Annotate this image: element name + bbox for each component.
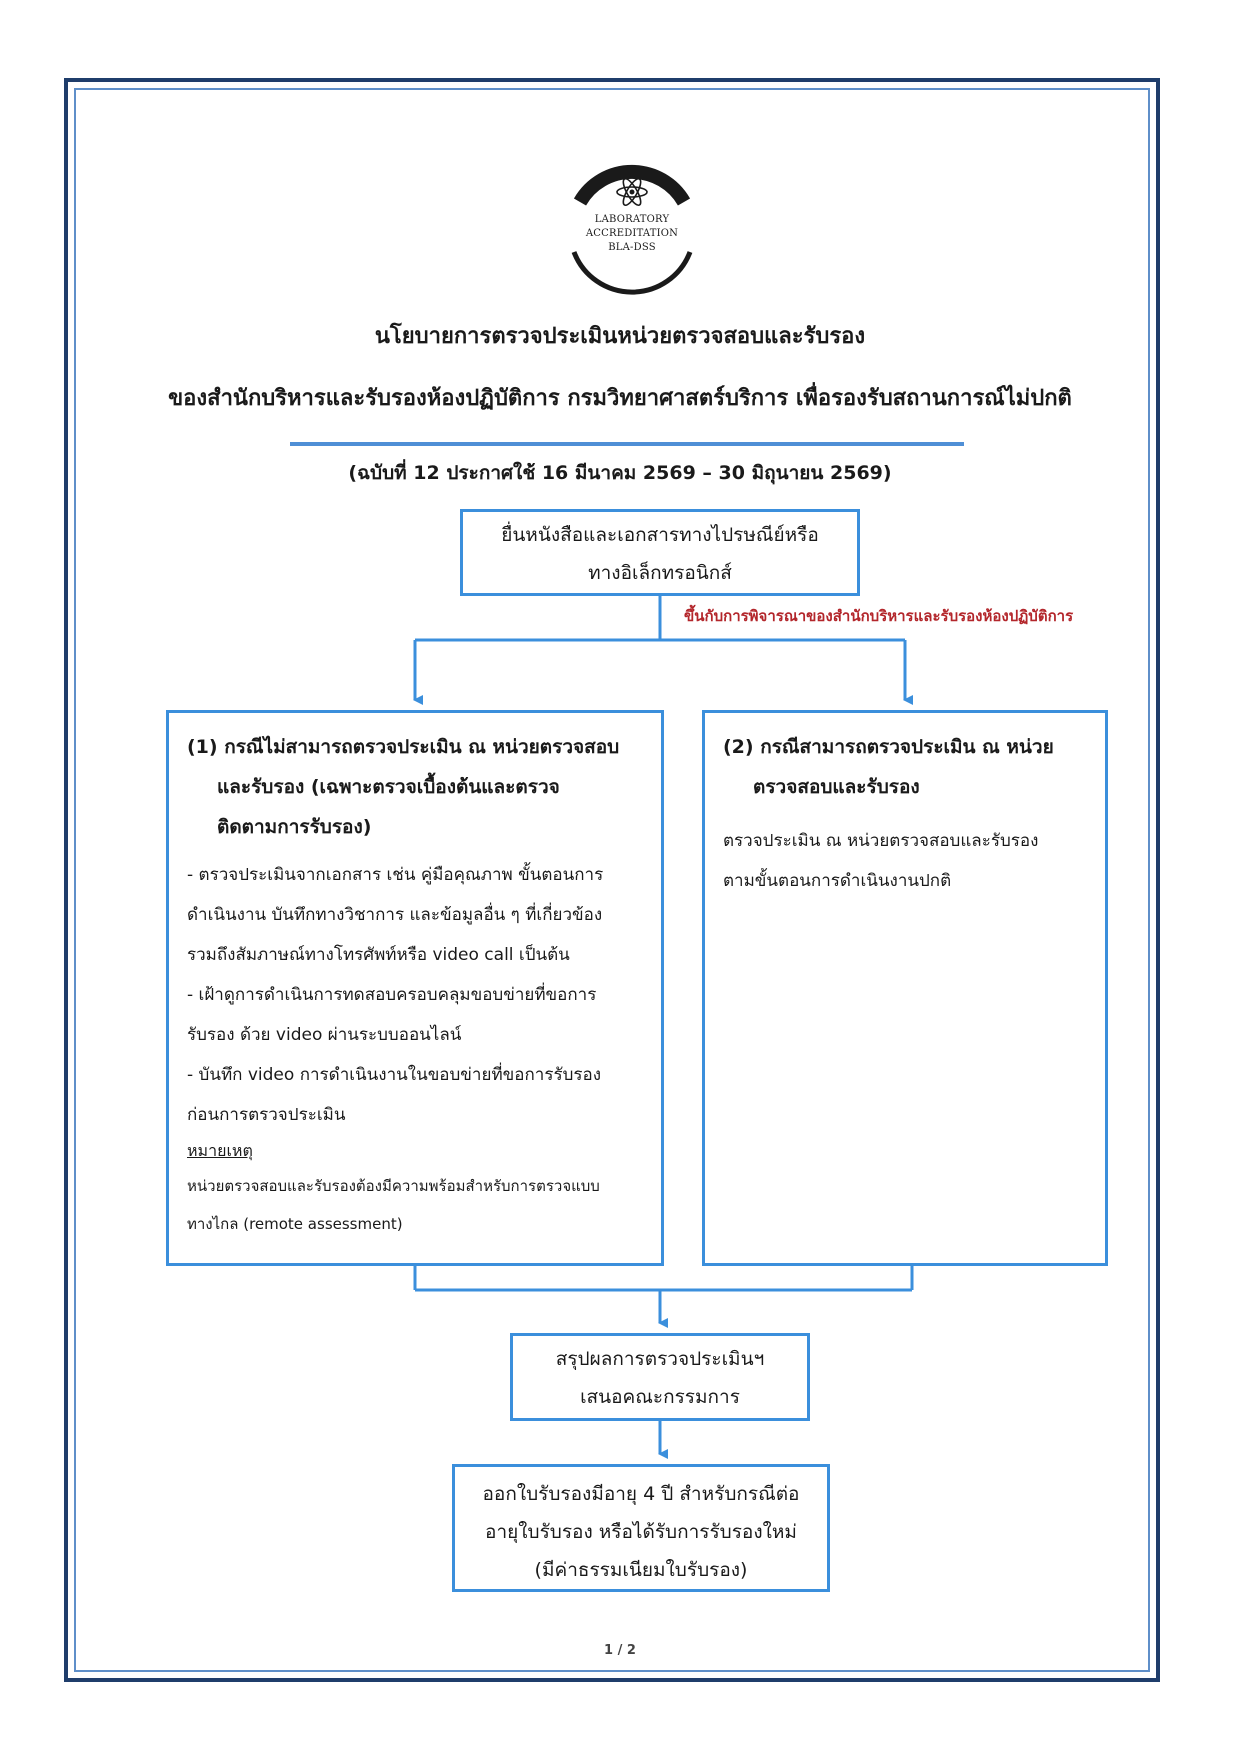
certificate-box: ออกใบรับรองมีอายุ 4 ปี สำหรับกรณีต่อ อาย… bbox=[452, 1464, 830, 1592]
page-title-line-2: ของสำนักบริหารและรับรองห้องปฏิบัติการ กร… bbox=[168, 386, 1072, 411]
bla-dss-logo bbox=[571, 164, 693, 295]
case1-remote-box: (1) กรณีไม่สามารถตรวจประเมิน ณ หน่วยตรวจ… bbox=[166, 710, 664, 1266]
logo-text: LABORATORY ACCREDITATION BLA-DSS bbox=[548, 213, 716, 255]
certificate-line-3: (มีค่าธรรมเนียมใบรับรอง) bbox=[534, 1559, 748, 1581]
case2-body: ตรวจประเมิน ณ หน่วยตรวจสอบและรับรอง ตามข… bbox=[723, 821, 1087, 901]
submit-documents-box: ยื่นหนังสือและเอกสารทางไปรษณีย์หรือ ทางอ… bbox=[460, 509, 860, 596]
summary-line-1: สรุปผลการตรวจประเมินฯ bbox=[555, 1348, 765, 1370]
case2-heading-line-1: (2) กรณีสามารถตรวจประเมิน ณ หน่วย bbox=[723, 736, 1054, 758]
case1-note-heading: หมายเหตุ bbox=[187, 1141, 253, 1160]
case1-body: - ตรวจประเมินจากเอกสาร เช่น คู่มือคุณภาพ… bbox=[187, 855, 643, 1135]
case1-body-line: - บันทึก video การดำเนินงานในขอบข่ายที่ข… bbox=[187, 1065, 602, 1085]
case2-body-line-1: ตรวจประเมิน ณ หน่วยตรวจสอบและรับรอง bbox=[723, 831, 1039, 851]
condition-label: ขึ้นกับการพิจารณาของสำนักบริหารและรับรอง… bbox=[684, 607, 1074, 625]
atom-icon bbox=[616, 177, 648, 207]
page-frame-inner bbox=[74, 88, 1150, 1672]
case1-note-line-2: ทางไกล (remote assessment) bbox=[187, 1215, 403, 1233]
certificate-line-2: อายุใบรับรอง หรือได้รับการรับรองใหม่ bbox=[485, 1521, 797, 1543]
case1-body-line: ก่อนการตรวจประเมิน bbox=[187, 1105, 346, 1125]
case2-onsite-box: (2) กรณีสามารถตรวจประเมิน ณ หน่วย ตรวจสอ… bbox=[702, 710, 1108, 1266]
title-divider bbox=[290, 442, 964, 446]
case2-heading: (2) กรณีสามารถตรวจประเมิน ณ หน่วย ตรวจสอ… bbox=[723, 727, 1087, 807]
page-number: 1 / 2 bbox=[604, 1643, 636, 1658]
logo-line-2: BLA-DSS bbox=[608, 242, 656, 253]
edition-line: (ฉบับที่ 12 ประกาศใช้ 16 มีนาคม 2569 – 3… bbox=[348, 462, 892, 484]
case1-heading-line-3: ติดตามการรับรอง) bbox=[217, 816, 372, 838]
case1-body-line: ดำเนินงาน บันทึกทางวิชาการ และข้อมูลอื่น… bbox=[187, 905, 603, 925]
case1-heading-line-1: (1) กรณีไม่สามารถตรวจประเมิน ณ หน่วยตรวจ… bbox=[187, 736, 620, 758]
case1-body-line: รับรอง ด้วย video ผ่านระบบออนไลน์ bbox=[187, 1025, 462, 1045]
case1-heading: (1) กรณีไม่สามารถตรวจประเมิน ณ หน่วยตรวจ… bbox=[187, 727, 643, 847]
case2-heading-line-2: ตรวจสอบและรับรอง bbox=[753, 776, 920, 798]
case2-body-line-2: ตามขั้นตอนการดำเนินงานปกติ bbox=[723, 871, 952, 891]
certificate-line-1: ออกใบรับรองมีอายุ 4 ปี สำหรับกรณีต่อ bbox=[482, 1483, 800, 1505]
page-frame-outer bbox=[64, 78, 1160, 1682]
logo-line-1: LABORATORY ACCREDITATION bbox=[585, 214, 679, 239]
summary-box: สรุปผลการตรวจประเมินฯ เสนอคณะกรรมการ bbox=[510, 1333, 810, 1421]
page-title-line-1: นโยบายการตรวจประเมินหน่วยตรวจสอบและรับรอ… bbox=[374, 324, 866, 349]
summary-line-2: เสนอคณะกรรมการ bbox=[580, 1386, 740, 1408]
case1-note-line-1: หน่วยตรวจสอบและรับรองต้องมีความพร้อมสำหร… bbox=[187, 1177, 600, 1195]
submit-line-1: ยื่นหนังสือและเอกสารทางไปรษณีย์หรือ bbox=[501, 524, 819, 546]
case1-body-line: - เฝ้าดูการดำเนินการทดสอบครอบคลุมขอบข่าย… bbox=[187, 985, 597, 1005]
submit-line-2: ทางอิเล็กทรอนิกส์ bbox=[588, 562, 732, 584]
case1-body-line: - ตรวจประเมินจากเอกสาร เช่น คู่มือคุณภาพ… bbox=[187, 865, 604, 885]
case1-body-line: รวมถึงสัมภาษณ์ทางโทรศัพท์หรือ video call… bbox=[187, 945, 570, 965]
case1-heading-line-2: และรับรอง (เฉพาะตรวจเบื้องต้นและตรวจ bbox=[217, 776, 560, 798]
